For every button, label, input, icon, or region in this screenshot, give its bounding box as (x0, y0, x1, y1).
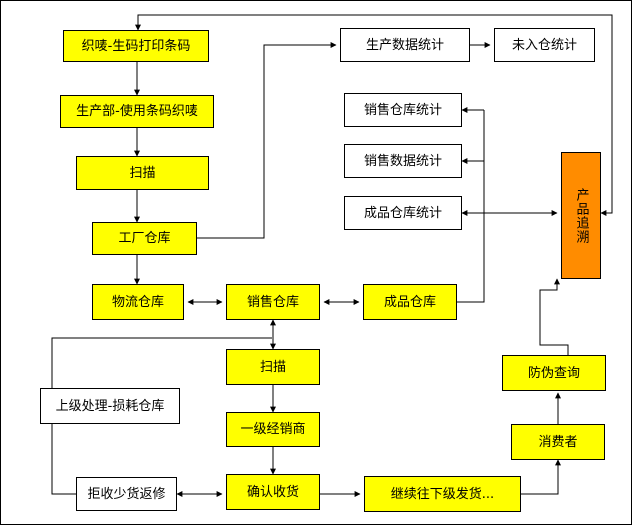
superior-loss-box: 上级处理-损耗仓库 (40, 388, 180, 424)
arrow-continue-consumer (521, 459, 561, 495)
distributor-l1-box: 一级经销商 (226, 412, 320, 447)
line-finished-to-stats-bus (457, 110, 485, 303)
arrow-trace-loop (135, 14, 613, 216)
reject-return-box: 拒收少货返修 (76, 477, 177, 511)
continue-ship-box: 继续往下级发货... (364, 476, 521, 512)
consumer-box: 消费者 (511, 424, 605, 460)
sales-data-stats-box: 销售数据统计 (344, 144, 462, 178)
finished-warehouse-stats-box: 成品仓库统计 (344, 196, 462, 230)
not-stored-stats-box: 未入仓统计 (494, 28, 595, 62)
scan-mid-box: 扫描 (226, 349, 320, 385)
weave-print-box: 织唛-生码打印条码 (63, 30, 209, 62)
scan-top-box: 扫描 (76, 156, 209, 190)
product-trace-box: 产品追溯 (561, 152, 601, 279)
production-use-box: 生产部-使用条码织唛 (60, 95, 214, 128)
logistics-warehouse-box: 物流仓库 (92, 284, 184, 320)
production-stats-box: 生产数据统计 (340, 28, 470, 62)
confirm-receipt-box: 确认收货 (226, 474, 320, 510)
factory-warehouse-box: 工厂仓库 (92, 222, 197, 255)
sales-warehouse-box: 销售仓库 (226, 284, 320, 320)
arrow-antifake-trace (539, 278, 569, 355)
anti-fake-query-box: 防伪查询 (502, 355, 606, 391)
sales-warehouse-stats-box: 销售仓库统计 (344, 93, 462, 127)
finished-warehouse-box: 成品仓库 (363, 284, 457, 320)
arrow-factory-to-production-stats (197, 42, 337, 239)
